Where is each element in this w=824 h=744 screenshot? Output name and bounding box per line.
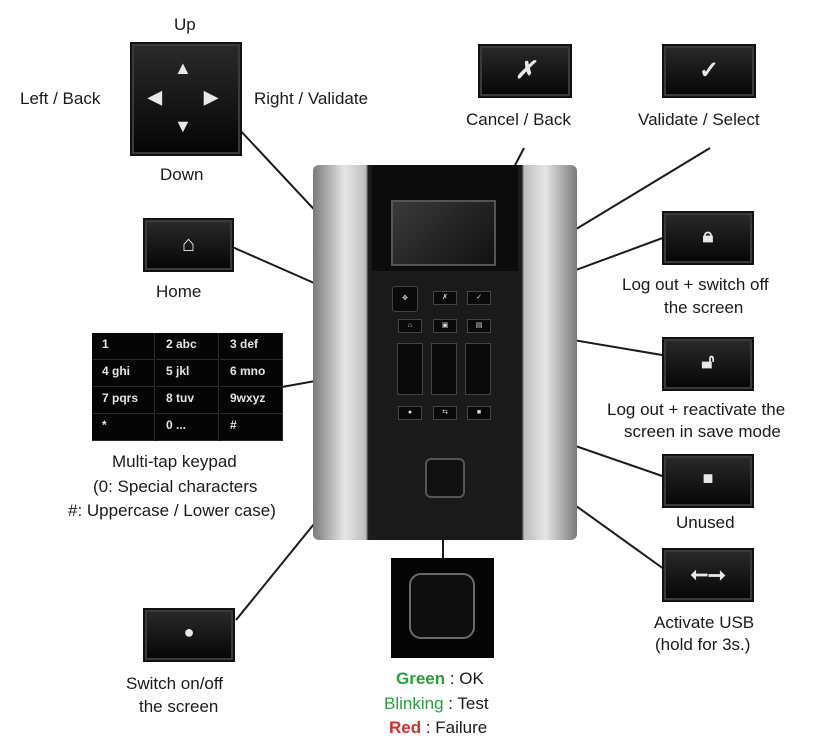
usb-icon: ⭠⭢	[690, 561, 726, 586]
label-keypad-3: #: Uppercase / Lower case)	[68, 501, 276, 520]
label-logout-off-2: the screen	[664, 298, 744, 317]
key-1: 1	[102, 337, 109, 351]
label-up: Up	[174, 15, 196, 34]
device-screen	[391, 200, 496, 266]
label-home: Home	[156, 282, 202, 301]
logout-reactivate-key[interactable]: 🔓︎	[662, 337, 754, 391]
device-check-icon[interactable]: ✓	[467, 291, 491, 305]
key-0: 0 ...	[166, 418, 187, 432]
switch-screen-key[interactable]: ●	[143, 608, 235, 662]
label-left-back: Left / Back	[20, 89, 101, 108]
arrows-key[interactable]: ▲ ▼ ◀ ▶	[130, 42, 242, 156]
key-8: 8 tuv	[166, 391, 195, 405]
label-logout-react-1: Log out + reactivate the	[607, 400, 786, 419]
logout-switch-off-key[interactable]: 🔒︎	[662, 211, 754, 265]
fingerprint-sensor-icon	[409, 573, 475, 639]
led-red-label: Red	[389, 718, 422, 737]
led-blinking-label: Blinking	[384, 694, 444, 713]
key-4: 4 ghi	[102, 364, 131, 378]
device-arrows-icon[interactable]: ✥	[392, 286, 418, 312]
device-cross-icon[interactable]: ✗	[433, 291, 457, 305]
arrow-up-icon: ▲	[174, 58, 192, 78]
label-switch-1: Switch on/off	[126, 674, 224, 693]
lock-closed-icon: 🔒︎	[702, 225, 714, 247]
check-icon: ✓	[698, 57, 720, 84]
led-red-desc: : Failure	[421, 718, 488, 737]
arrow-down-icon: ▼	[174, 116, 192, 136]
led-green-line: Green : OK	[396, 668, 484, 690]
key-star: *	[102, 418, 107, 432]
device-lock-closed-icon[interactable]: ▣	[433, 319, 457, 333]
label-usb-1: Activate USB	[654, 613, 755, 632]
device-keypad-col-1[interactable]	[397, 343, 423, 395]
device-dot-icon[interactable]: ●	[398, 406, 422, 420]
arrow-right-icon: ▶	[204, 87, 218, 107]
led-green-desc: : OK	[445, 669, 484, 688]
label-down: Down	[160, 165, 204, 184]
label-logout-react-2: screen in save mode	[624, 422, 781, 441]
led-blinking-desc: : Test	[443, 694, 489, 713]
label-keypad-2: (0: Special characters	[93, 477, 258, 496]
home-key[interactable]: ⌂	[143, 218, 234, 272]
led-blinking-line: Blinking : Test	[384, 693, 489, 715]
dot-icon: ●	[183, 622, 195, 642]
device-keypad-col-2[interactable]	[431, 343, 457, 395]
key-hash: #	[230, 418, 237, 432]
label-unused: Unused	[676, 513, 735, 532]
label-usb-2: (hold for 3s.)	[655, 635, 751, 654]
label-switch-2: the screen	[139, 697, 219, 716]
fingerprint-sensor	[391, 558, 494, 658]
key-5: 5 jkl	[166, 364, 190, 378]
square-icon: ■	[702, 468, 714, 488]
label-cancel-back: Cancel / Back	[466, 110, 571, 129]
label-right-validate: Right / Validate	[254, 89, 369, 108]
cross-icon: ✗	[514, 57, 536, 84]
label-logout-off-1: Log out + switch off	[622, 275, 769, 294]
key-2: 2 abc	[166, 337, 197, 351]
unused-key[interactable]: ■	[662, 454, 754, 508]
validate-key[interactable]: ✓	[662, 44, 756, 98]
key-3: 3 def	[230, 337, 259, 351]
led-red-line: Red : Failure	[389, 717, 487, 739]
device-home-icon[interactable]: ⌂	[398, 319, 422, 333]
multi-tap-keypad[interactable]: 1 2 abc 3 def 4 ghi 5 jkl 6 mno 7 pqrs 8…	[92, 333, 283, 441]
arrow-left-icon: ◀	[148, 87, 162, 107]
device-usb-icon[interactable]: ⇆	[433, 406, 457, 420]
usb-key[interactable]: ⭠⭢	[662, 548, 754, 602]
device-fingerprint-sensor	[425, 458, 465, 498]
lock-open-icon: 🔓︎	[701, 351, 715, 373]
key-6: 6 mno	[230, 364, 266, 378]
home-icon: ⌂	[181, 231, 196, 256]
device-square-icon[interactable]: ■	[467, 406, 491, 420]
led-green-label: Green	[396, 669, 446, 688]
device-keypad-col-3[interactable]	[465, 343, 491, 395]
label-keypad-1: Multi-tap keypad	[112, 452, 237, 471]
key-7: 7 pqrs	[102, 391, 139, 405]
device-lock-open-icon[interactable]: ▤	[467, 319, 491, 333]
key-9: 9wxyz	[230, 391, 266, 405]
cancel-key[interactable]: ✗	[478, 44, 572, 98]
label-validate-select: Validate / Select	[638, 110, 760, 129]
